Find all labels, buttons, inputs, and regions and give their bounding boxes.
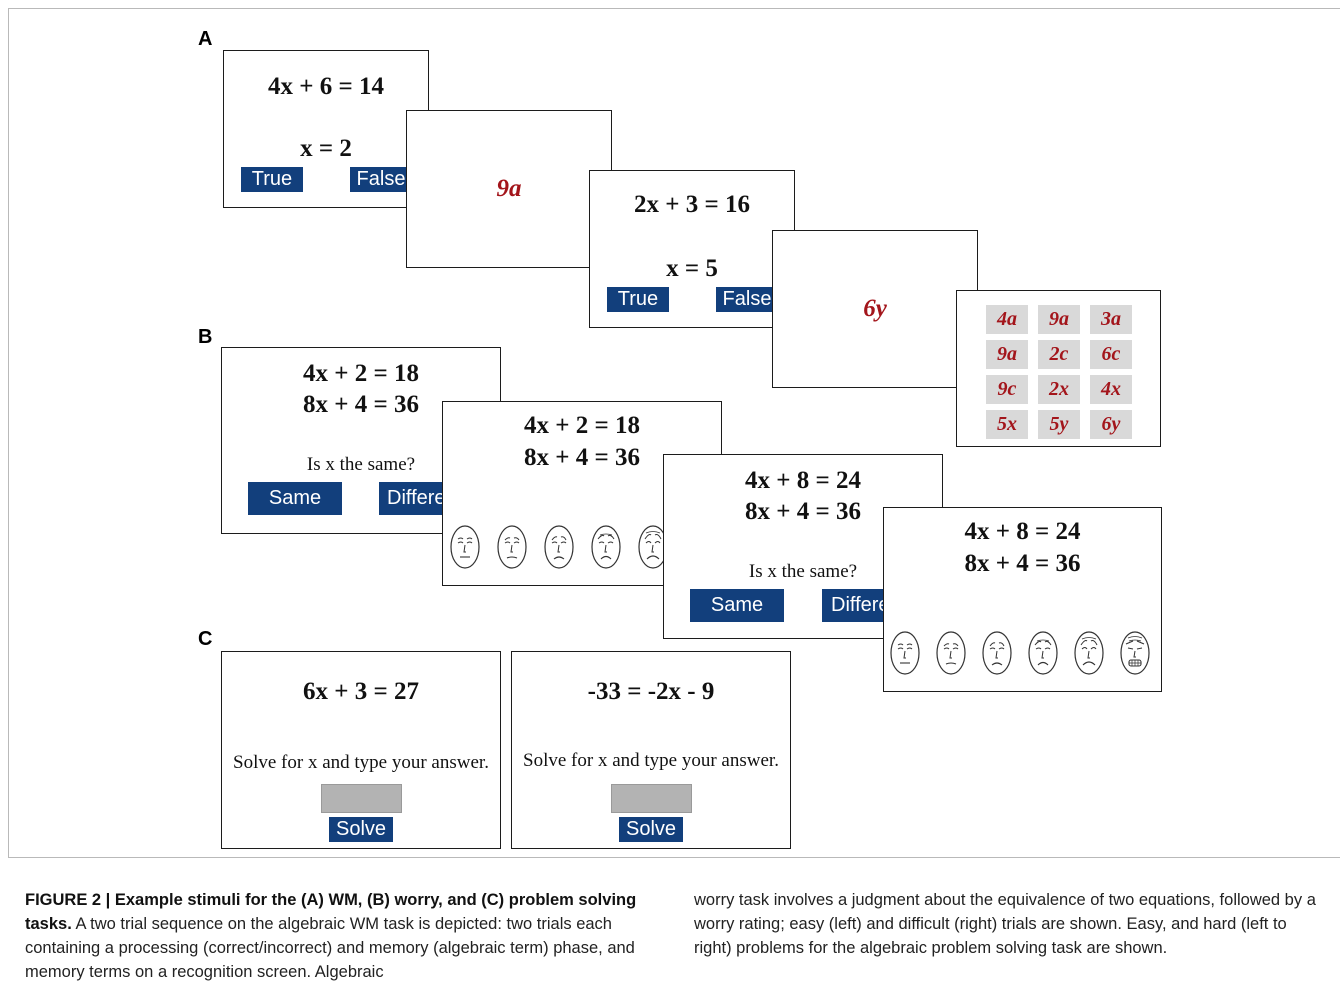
problem-easy-screen: 6x + 3 = 27 Solve for x and type your an… bbox=[221, 651, 501, 849]
equation-2: 8x + 4 = 36 bbox=[524, 444, 640, 471]
same-button[interactable]: Same bbox=[248, 482, 342, 515]
memory-term: 9a bbox=[496, 175, 522, 202]
recognition-screen: 4a 9a 3a 9a 2c 6c 9c 2x 4x 5x 5y 6y bbox=[956, 290, 1161, 447]
answer-input[interactable] bbox=[321, 784, 402, 813]
panel-letter-b: B bbox=[198, 326, 213, 348]
wm-trial1-equation: 4x + 6 = 14 bbox=[268, 73, 384, 100]
wm-trial1-candidate: x = 2 bbox=[300, 135, 352, 162]
figure-caption-left: FIGURE 2 | Example stimuli for the (A) W… bbox=[25, 888, 670, 984]
wm-memory2-screen: 6y bbox=[772, 230, 978, 388]
same-button[interactable]: Same bbox=[690, 589, 784, 622]
figure-caption-right: worry task involves a judgment about the… bbox=[694, 891, 1316, 957]
true-button[interactable]: True bbox=[607, 287, 669, 312]
question-text: Is x the same? bbox=[748, 561, 858, 582]
face-worried-icon[interactable] bbox=[543, 524, 575, 570]
solve-button[interactable]: Solve bbox=[329, 817, 393, 842]
grid-term[interactable]: 4a bbox=[986, 305, 1028, 334]
face-calm-icon[interactable] bbox=[889, 630, 921, 676]
face-anxious-icon[interactable] bbox=[1073, 630, 1105, 676]
solve-instruction: Solve for x and type your answer. bbox=[523, 750, 779, 771]
equation-2: 8x + 4 = 36 bbox=[745, 498, 861, 525]
grid-term[interactable]: 3a bbox=[1090, 305, 1132, 334]
figure-caption-text: A two trial sequence on the algebraic WM… bbox=[25, 915, 635, 981]
grid-term[interactable]: 9c bbox=[986, 375, 1028, 404]
equation-1: 4x + 8 = 24 bbox=[745, 467, 861, 494]
wm-trial2-candidate: x = 5 bbox=[666, 255, 718, 282]
face-very-worried-icon[interactable] bbox=[590, 524, 622, 570]
grid-term[interactable]: 9a bbox=[986, 340, 1028, 369]
question-text: Is x the same? bbox=[306, 454, 416, 475]
equation-1: 4x + 2 = 18 bbox=[303, 360, 419, 387]
grid-term[interactable]: 6y bbox=[1090, 410, 1132, 439]
problem-equation: -33 = -2x - 9 bbox=[587, 678, 715, 705]
grid-term[interactable]: 4x bbox=[1090, 375, 1132, 404]
solve-button[interactable]: Solve bbox=[619, 817, 683, 842]
problem-hard-screen: -33 = -2x - 9 Solve for x and type your … bbox=[511, 651, 791, 849]
wm-trial1-screen: 4x + 6 = 14 x = 2 True False bbox=[223, 50, 429, 208]
memory-term: 6y bbox=[863, 295, 887, 322]
wm-trial2-equation: 2x + 3 = 16 bbox=[634, 191, 750, 218]
grid-term[interactable]: 9a bbox=[1038, 305, 1080, 334]
panel-letter-a: A bbox=[198, 28, 213, 50]
worry-easy-judgment-screen: 4x + 2 = 18 8x + 4 = 36 Is x the same? S… bbox=[221, 347, 501, 534]
face-worried-icon[interactable] bbox=[981, 630, 1013, 676]
wm-memory1-screen: 9a bbox=[406, 110, 612, 268]
true-button[interactable]: True bbox=[241, 167, 303, 192]
worry-hard-rating-screen: 4x + 8 = 24 8x + 4 = 36 bbox=[883, 507, 1162, 692]
grid-term[interactable]: 5y bbox=[1038, 410, 1080, 439]
equation-2: 8x + 4 = 36 bbox=[303, 391, 419, 418]
grid-term[interactable]: 5x bbox=[986, 410, 1028, 439]
face-very-worried-icon[interactable] bbox=[1027, 630, 1059, 676]
face-anxious-icon[interactable] bbox=[637, 524, 669, 570]
equation-1: 4x + 8 = 24 bbox=[964, 518, 1081, 545]
figure-caption-label: FIGURE 2 | Example stimuli for the (A) W… bbox=[25, 891, 637, 933]
face-calm-icon[interactable] bbox=[449, 524, 481, 570]
face-extremely-anxious-icon[interactable] bbox=[1119, 630, 1151, 676]
grid-term[interactable]: 2x bbox=[1038, 375, 1080, 404]
equation-1: 4x + 2 = 18 bbox=[524, 412, 640, 439]
face-slightly-worried-icon[interactable] bbox=[935, 630, 967, 676]
problem-equation: 6x + 3 = 27 bbox=[303, 678, 419, 705]
grid-term[interactable]: 6c bbox=[1090, 340, 1132, 369]
wm-trial2-screen: 2x + 3 = 16 x = 5 True False bbox=[589, 170, 795, 328]
panel-letter-c: C bbox=[198, 628, 213, 650]
false-button[interactable]: False bbox=[350, 167, 412, 192]
grid-term[interactable]: 2c bbox=[1038, 340, 1080, 369]
figure-frame bbox=[8, 8, 1340, 858]
equation-2: 8x + 4 = 36 bbox=[964, 550, 1081, 577]
solve-instruction: Solve for x and type your answer. bbox=[233, 752, 489, 773]
face-slightly-worried-icon[interactable] bbox=[496, 524, 528, 570]
false-button[interactable]: False bbox=[716, 287, 778, 312]
answer-input[interactable] bbox=[611, 784, 692, 813]
